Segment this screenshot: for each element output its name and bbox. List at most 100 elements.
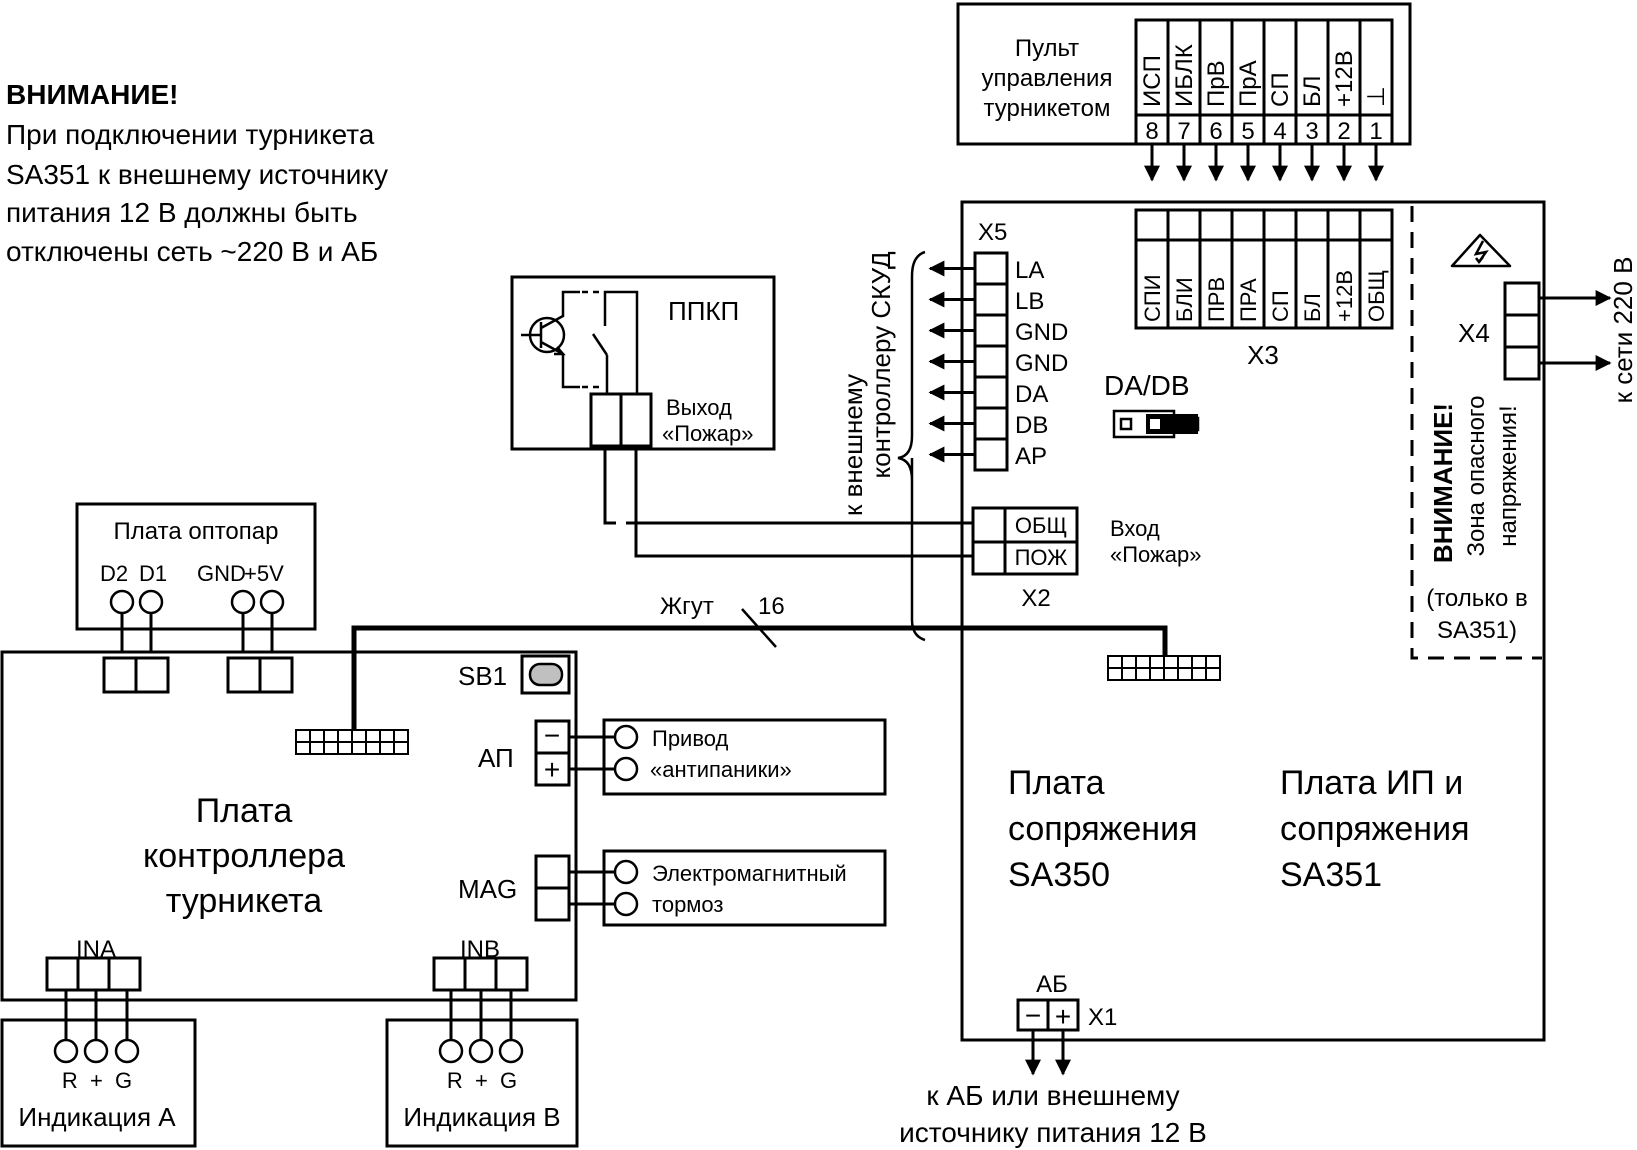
- control-panel-pin-number: 2: [1337, 118, 1350, 145]
- x4-terminal-block: [1503, 281, 1541, 381]
- x3-pin-cell: [1358, 208, 1394, 242]
- x3-pin-label-cell: [1166, 238, 1202, 330]
- control-panel-pin-number: 4: [1273, 118, 1286, 145]
- controller-title: турникета: [166, 882, 322, 920]
- brake-label: тормоз: [652, 892, 724, 917]
- harness-pin: [1121, 655, 1137, 669]
- harness-pin: [379, 729, 395, 743]
- fire-alarm-panel: ППКП Выход «Пожар»: [510, 275, 776, 451]
- harness-pin: [1191, 667, 1207, 681]
- x5-pin-cell: [973, 437, 1009, 472]
- sb1-button[interactable]: [520, 654, 571, 695]
- battery-destination: к АБ или внешнему: [926, 1080, 1179, 1111]
- control-panel-pin-cell: [1230, 18, 1266, 117]
- harness-label: Жгут: [660, 593, 714, 620]
- optocoupler-title: Плата оптопар: [114, 518, 279, 545]
- ap-minus-terminal: [534, 719, 571, 755]
- x2-pin-label: ОБЩ: [1015, 513, 1067, 538]
- control-panel-pin-number: 8: [1145, 118, 1158, 145]
- x3-pin-label-cell: [1358, 238, 1394, 330]
- controller-board-box: [0, 650, 578, 1002]
- harness-pin: [309, 729, 325, 743]
- x5-label: X5: [978, 219, 1007, 246]
- harness-tick: [741, 608, 777, 648]
- harness-pin: [1177, 655, 1193, 669]
- mains-label: к сети 220 В: [1608, 257, 1637, 404]
- harness-pin: [365, 729, 381, 743]
- harness-pin: [379, 741, 395, 755]
- skud-label: к внешнему: [838, 374, 868, 516]
- harness-pin: [351, 741, 367, 755]
- danger-zone-title: ВНИМАНИЕ!: [1428, 403, 1458, 563]
- indication-a-title: Индикация А: [18, 1102, 176, 1132]
- warning-note: ВНИМАНИЕ! При подключении турникета SA35…: [6, 79, 388, 267]
- harness-pin: [295, 741, 311, 755]
- sa351-title: SA351: [1280, 856, 1382, 894]
- x3-pin-label: ПРВ: [1204, 277, 1229, 322]
- x2-input-label: Вход: [1110, 516, 1160, 541]
- harness-connector-interface: [1107, 655, 1221, 681]
- x5-wires: [928, 260, 975, 463]
- harness-pin: [1107, 667, 1123, 681]
- x3-pin-cell: [1230, 208, 1266, 242]
- warning-title: ВНИМАНИЕ!: [6, 79, 178, 110]
- x2-terminal-block: [971, 506, 1079, 576]
- x5-pin-cell: [973, 344, 1009, 379]
- control-panel-pin-label: ⊥: [1363, 86, 1390, 107]
- x1-plus: +: [1055, 1001, 1071, 1032]
- harness-pin: [309, 741, 325, 755]
- x3-pin-label: БЛИ: [1172, 277, 1197, 322]
- controller-title: Плата: [196, 792, 293, 830]
- control-panel-pin-number: 6: [1209, 118, 1222, 145]
- control-panel-pin-label: ИСП: [1139, 55, 1166, 107]
- sa351-title: сопряжения: [1280, 810, 1469, 848]
- x3-pin-cell: [1198, 208, 1234, 242]
- control-panel-pin-number: 1: [1369, 118, 1382, 145]
- ppkp-output-label: Выход: [666, 395, 732, 420]
- x5-pin-label: DB: [1015, 412, 1048, 439]
- mag-terminal: [534, 886, 571, 922]
- brake-label: Электромагнитный: [652, 861, 847, 886]
- controller-board: Плата контроллера турникета SB1 АП − + M…: [0, 650, 578, 1002]
- x5-pin-label: DA: [1015, 381, 1048, 408]
- sa350-title: Плата: [1008, 764, 1105, 802]
- sa350-title: SA350: [1008, 856, 1110, 894]
- x2-input-label: «Пожар»: [1110, 542, 1201, 567]
- brake-box: [602, 849, 887, 927]
- electromagnetic-brake: Электромагнитный тормоз: [569, 849, 887, 927]
- harness-connector-controller: [295, 729, 409, 755]
- harness-pin: [393, 729, 409, 743]
- sa350-title: сопряжения: [1008, 810, 1197, 848]
- warning-line: SA351 к внешнему источнику: [6, 159, 388, 190]
- harness-pin: [351, 729, 367, 743]
- control-panel: Пульт управления турникетом ИСП8ИБЛК7ПрВ…: [956, 2, 1412, 146]
- ap-plus-sign: +: [544, 754, 560, 785]
- ppkp-terminal-block: [589, 392, 653, 448]
- ppkp-output-label: «Пожар»: [662, 421, 753, 446]
- x2-pin-label: ПОЖ: [1015, 545, 1068, 570]
- jumper-da-db[interactable]: [1112, 409, 1200, 439]
- relay-contact-icon: [591, 290, 639, 394]
- harness-pin: [393, 741, 409, 755]
- danger-zone-text: напряжения!: [1495, 405, 1522, 546]
- harness-pin: [1149, 655, 1165, 669]
- jumper-label: DA/DB: [1104, 370, 1190, 401]
- harness-count: 16: [758, 593, 785, 620]
- mag-terminal: [534, 854, 571, 890]
- harness-pin: [1205, 667, 1221, 681]
- harness-pin: [323, 729, 339, 743]
- harness-pin: [337, 741, 353, 755]
- x3-pin-cell: [1166, 208, 1202, 242]
- x3-pin-label-cell: [1134, 238, 1170, 330]
- control-panel-pin-cell: [1358, 18, 1394, 117]
- fire-output-wire-common: [603, 446, 973, 525]
- x1-battery-label: АБ: [1036, 971, 1068, 998]
- battery-destination: источнику питания 12 В: [899, 1117, 1207, 1148]
- x5-pin-label: AP: [1015, 443, 1047, 470]
- optocoupler-pin-label: D2: [100, 561, 128, 586]
- control-panel-title: Пульт: [1015, 35, 1079, 62]
- control-panel-pin-label: СП: [1267, 72, 1294, 107]
